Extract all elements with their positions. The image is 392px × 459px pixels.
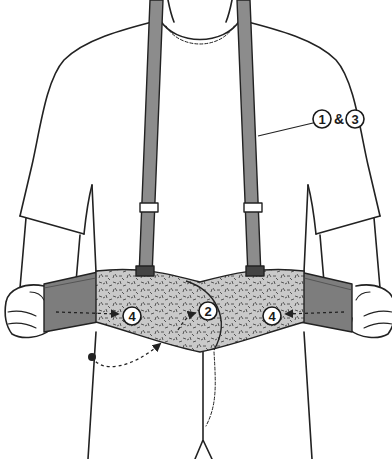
circle-shape bbox=[346, 110, 364, 128]
strap-buckle bbox=[244, 203, 262, 212]
back-support-belt bbox=[44, 0, 352, 352]
callout-number: 4 bbox=[268, 310, 275, 323]
sleeve-inner bbox=[84, 185, 92, 234]
callout-number: 4 bbox=[128, 310, 135, 323]
callout-number: 2 bbox=[204, 305, 211, 318]
circle-shape bbox=[199, 302, 217, 320]
leader-line bbox=[258, 123, 313, 136]
trouser-fly bbox=[195, 352, 212, 459]
strap-clip bbox=[246, 266, 264, 276]
shirt-side bbox=[304, 185, 308, 272]
flap-arrow bbox=[178, 313, 195, 330]
left-suspender bbox=[139, 0, 163, 276]
circle-shape bbox=[313, 110, 331, 128]
circle-shape bbox=[123, 307, 141, 325]
hand bbox=[350, 285, 392, 338]
finger-lines bbox=[8, 292, 44, 328]
circle-shape bbox=[263, 307, 281, 325]
callout-label: & bbox=[334, 112, 344, 126]
strap-clip bbox=[136, 266, 154, 276]
callout-number: 1 bbox=[318, 113, 325, 126]
figure-outline bbox=[5, 0, 392, 459]
belt-right-end bbox=[300, 272, 352, 332]
hand bbox=[5, 285, 50, 338]
neck-line bbox=[168, 0, 232, 22]
motion-arrows bbox=[56, 312, 344, 367]
pull-arrow bbox=[286, 312, 344, 314]
collar bbox=[160, 20, 240, 40]
callout-circle: 1 bbox=[312, 109, 332, 129]
belt-edge-stitch bbox=[44, 278, 352, 290]
sleeve-inner bbox=[308, 185, 316, 234]
shirt-shoulder bbox=[20, 20, 160, 216]
sleeve-hem bbox=[20, 216, 84, 234]
right-suspender bbox=[237, 0, 261, 276]
finger-lines bbox=[356, 292, 392, 328]
belt-left-end bbox=[44, 272, 98, 332]
fly-stitch bbox=[206, 352, 215, 426]
callout-number: 3 bbox=[351, 113, 358, 126]
shirt-shoulder bbox=[240, 20, 380, 216]
shirt-side bbox=[92, 185, 96, 272]
callout-circle: 4 bbox=[122, 306, 142, 326]
belt-flap-edge bbox=[186, 281, 221, 350]
callout-circle: 2 bbox=[198, 301, 218, 321]
sleeve-hem bbox=[316, 216, 380, 234]
callout-circle: 4 bbox=[262, 306, 282, 326]
strap-buckle bbox=[140, 203, 158, 212]
collar-stitch bbox=[166, 26, 234, 44]
pull-arrow bbox=[56, 312, 118, 314]
arm bbox=[320, 218, 380, 288]
start-dot bbox=[88, 353, 96, 361]
callout-circle: 3 bbox=[345, 109, 365, 129]
wrap-arrow bbox=[92, 344, 160, 367]
belt-panel bbox=[96, 269, 304, 352]
